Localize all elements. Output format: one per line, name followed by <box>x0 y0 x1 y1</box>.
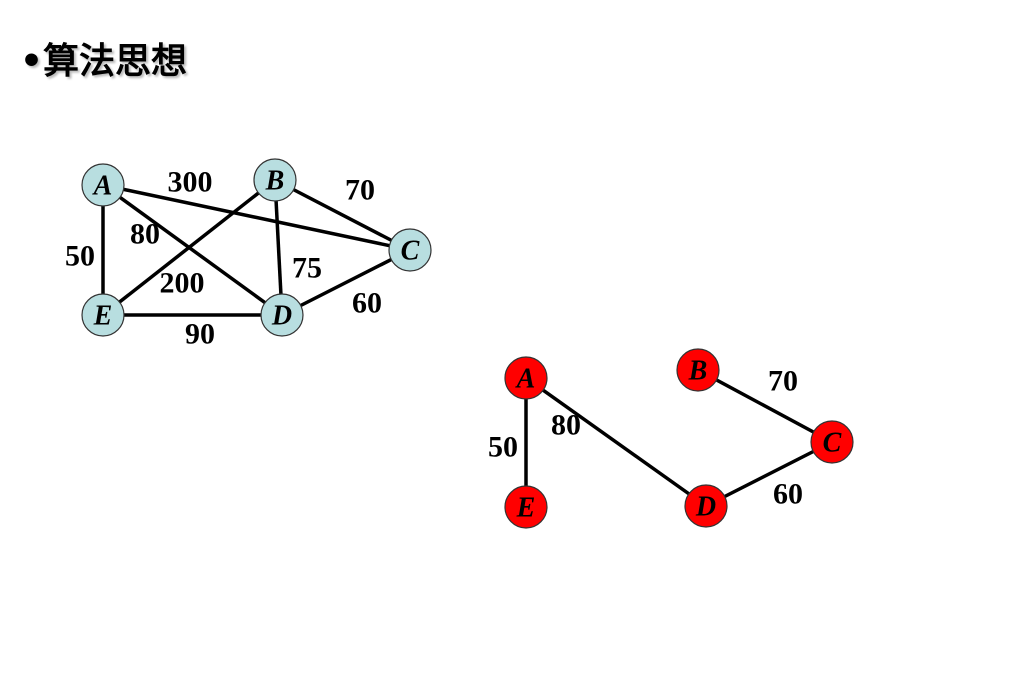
original-edge-b-d <box>273 179 284 316</box>
original-edge-a-d <box>101 183 284 317</box>
original-weight-b-d: 75 <box>292 252 322 285</box>
mst-node-label-a: A <box>515 364 536 395</box>
original-node-e <box>81 293 125 337</box>
mst-weight-d-c: 60 <box>773 478 803 511</box>
mst-node-label-c: C <box>823 428 842 459</box>
original-node-label-d: D <box>271 301 292 332</box>
mst-node-a <box>504 356 548 400</box>
mst-weight-a-d: 80 <box>551 409 581 442</box>
original-weight-a-e: 50 <box>65 240 95 273</box>
original-edge-a-c <box>102 183 411 252</box>
mst-graph: 50 80 70 60 A B C D E <box>488 348 854 529</box>
mst-weight-a-e: 50 <box>488 431 518 464</box>
mst-node-d <box>684 484 728 528</box>
original-edge-b-c <box>274 178 411 252</box>
original-node-d <box>260 293 304 337</box>
original-node-label-e: E <box>93 301 113 332</box>
original-node-label-a: A <box>92 171 113 202</box>
mst-edge-b-c <box>697 368 833 444</box>
mst-node-b <box>676 348 720 392</box>
original-node-label-c: C <box>401 236 420 267</box>
original-weight-e-d: 90 <box>185 318 215 351</box>
original-graph: 300 70 80 50 75 200 60 90 A B C D E <box>65 158 432 351</box>
mst-node-label-b: B <box>688 356 708 387</box>
original-node-c <box>388 228 432 272</box>
mst-node-label-d: D <box>695 492 716 523</box>
original-node-a <box>81 163 125 207</box>
original-weight-a-c: 300 <box>168 166 213 199</box>
original-weight-c-d: 60 <box>352 287 382 320</box>
mst-edge-d-c <box>705 440 833 508</box>
original-node-label-b: B <box>265 166 285 197</box>
original-weight-b-e: 200 <box>160 267 205 300</box>
original-node-b <box>253 158 297 202</box>
original-edge-b-e <box>101 178 277 317</box>
mst-edge-a-d <box>524 376 708 508</box>
original-weight-b-c: 70 <box>345 174 375 207</box>
mst-node-c <box>810 420 854 464</box>
heading: •算法思想 <box>20 41 188 82</box>
mst-weight-b-c: 70 <box>768 365 798 398</box>
original-weight-a-d: 80 <box>130 218 160 251</box>
mst-node-e <box>504 485 548 529</box>
original-edge-c-d <box>281 248 411 317</box>
mst-node-label-e: E <box>516 493 536 524</box>
